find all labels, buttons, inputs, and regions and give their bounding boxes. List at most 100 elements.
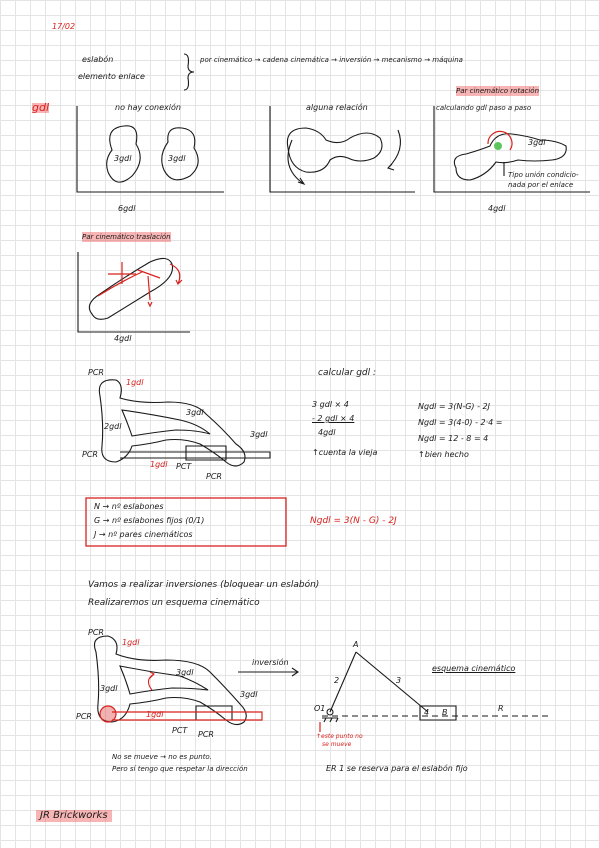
schema-link-3 xyxy=(355,651,429,713)
mech2-pcr-top: PCR xyxy=(88,628,104,637)
calc-line-4: ↑cuenta la vieja xyxy=(312,448,378,457)
panel3-blob xyxy=(453,133,567,181)
mech1-pct: PCT xyxy=(176,462,192,471)
schema-b: B xyxy=(442,708,448,717)
inversion-line-2: Realizaremos un esquema cinemático xyxy=(88,598,260,608)
footer-brand: JR Brickworks xyxy=(36,810,112,822)
panel4-axes xyxy=(77,252,190,333)
mech2-inner xyxy=(119,665,209,695)
panel4-red-curl xyxy=(169,263,183,286)
calc-right-2: Ngdl = 3(4-0) - 2·4 = xyxy=(418,418,503,427)
panel2-arrow-left xyxy=(287,139,306,186)
schema-slider xyxy=(419,705,457,721)
formula-red: Ngdl = 3(N - G) - 2J xyxy=(310,516,397,526)
mech2-pcr-left: PCR xyxy=(76,712,92,721)
mech2-gdl-left: 3gdl xyxy=(100,684,118,693)
mech2-gdl-slider: 3gdl xyxy=(240,690,258,699)
legend-box xyxy=(85,497,287,547)
mech2-rotation-arrow xyxy=(147,671,155,691)
schema-link-2 xyxy=(329,651,357,713)
term-enlace: elemento enlace xyxy=(78,72,145,81)
panel4-blob xyxy=(88,257,174,320)
mech2-body xyxy=(93,635,247,726)
panel1-title: no hay conexión xyxy=(115,103,181,112)
mech1-gdl-bottom: 1gdl xyxy=(150,460,168,469)
panel2-axes xyxy=(269,106,415,193)
inversion-arrow-label: inversión xyxy=(252,658,289,667)
term-eslabon: eslabón xyxy=(82,55,114,64)
mech1-pcr-right: PCR xyxy=(206,472,222,481)
calc-line-1: 3 gdl × 4 xyxy=(312,400,349,409)
mech1-gdl-top: 1gdl xyxy=(126,378,144,387)
calc-right-1: Ngdl = 3(N-G) - 2J xyxy=(418,402,490,411)
panel4-red-slot xyxy=(97,271,143,297)
panel3-axes xyxy=(433,106,590,193)
calc-right-3: Ngdl = 12 - 8 = 4 xyxy=(418,434,489,443)
panel4-red-arrows xyxy=(108,262,161,308)
date: 17/02 xyxy=(52,22,76,31)
legend-g: G → nº eslabones fijos (0/1) xyxy=(94,516,205,525)
panel1-blob-a xyxy=(106,125,141,183)
schema-red-note-1: ↑este punto no xyxy=(316,733,363,740)
panel3-green-joint xyxy=(494,142,502,150)
mech2-gdl-top: 1gdl xyxy=(122,638,140,647)
calc-line-2: - 2 gdl × 4 xyxy=(312,414,355,423)
mech2-fixed-point xyxy=(99,705,117,723)
schema-red-note-2: se mueve xyxy=(322,741,352,748)
schema-pivot xyxy=(326,708,334,716)
panel3-note-1: Tipo unión condicio- xyxy=(508,171,579,179)
brace xyxy=(183,53,195,91)
panel3-title: calculando gdl paso a paso xyxy=(436,104,532,112)
chain-text: por cinemático → cadena cinemática → inv… xyxy=(200,56,463,64)
mech2-note-1: No se mueve → no es punto. xyxy=(112,753,212,761)
mech1-inner xyxy=(121,409,211,437)
panel1-blob-b-label: 3gdl xyxy=(168,154,186,163)
panel1-bottom: 6gdl xyxy=(118,204,136,213)
mech1-rail xyxy=(120,451,271,459)
panel4-title: Par cinemático traslación xyxy=(82,232,171,242)
panel3-top-label: Par cinemático rotación xyxy=(456,86,540,96)
mech2-pcr-right: PCR xyxy=(198,730,214,739)
panel3-bottom: 4gdl xyxy=(488,204,506,213)
panel2-arrow-right xyxy=(386,129,401,171)
panel3-blob-label: 3gdl xyxy=(528,138,546,147)
panel2-blob xyxy=(286,127,383,173)
mech1-gdl-mid: 3gdl xyxy=(186,408,204,417)
mech1-pcr-left: PCR xyxy=(82,450,98,459)
mech2-rail-red xyxy=(112,711,263,721)
mech2-note-2: Pero sí tengo que respetar la dirección xyxy=(112,765,248,773)
schema-3: 3 xyxy=(396,676,402,685)
panel3-red-circle xyxy=(487,130,513,151)
panel1-blob-a-label: 3gdl xyxy=(114,154,132,163)
panel1-blob-b xyxy=(161,127,199,181)
schema-4: 4 xyxy=(424,708,430,717)
schema-a: A xyxy=(353,640,359,649)
schema-ground xyxy=(322,717,339,723)
legend-j: J → nº pares cinemáticos xyxy=(94,530,193,539)
mech2-slider xyxy=(195,705,233,721)
mech2-gdl-mid: 3gdl xyxy=(176,668,194,677)
panel2-title: alguna relación xyxy=(306,103,368,112)
schema-bottom-note: ER 1 se reserva para el eslabón fijo xyxy=(326,764,468,773)
mech2-gdl-bottom: 1gdl xyxy=(146,710,164,719)
mech1-gdl-slider: 3gdl xyxy=(250,430,268,439)
mech1-pcr-top: PCR xyxy=(88,368,104,377)
panel1-axes xyxy=(76,106,224,193)
mech1-slider xyxy=(185,445,227,461)
calc-line-3: 4gdl xyxy=(318,428,336,437)
legend-n: N → nº eslabones xyxy=(94,502,164,511)
panel4-bottom: 4gdl xyxy=(114,334,132,343)
mech1-gdl-left: 2gdl xyxy=(104,422,122,431)
schema-o1: O1 xyxy=(314,704,326,713)
calc-right-4: ↑bien hecho xyxy=(418,450,469,459)
gdl-side-label: gdl xyxy=(32,101,50,114)
mech1-body xyxy=(98,379,246,467)
schema-r: R xyxy=(498,704,504,713)
calc-title: calcular gdl : xyxy=(318,368,377,378)
schema-title: esquema cinemático xyxy=(432,664,516,673)
panel3-note-2: nada por el enlace xyxy=(508,181,574,189)
schema-2: 2 xyxy=(334,676,340,685)
mech2-pct: PCT xyxy=(172,726,188,735)
